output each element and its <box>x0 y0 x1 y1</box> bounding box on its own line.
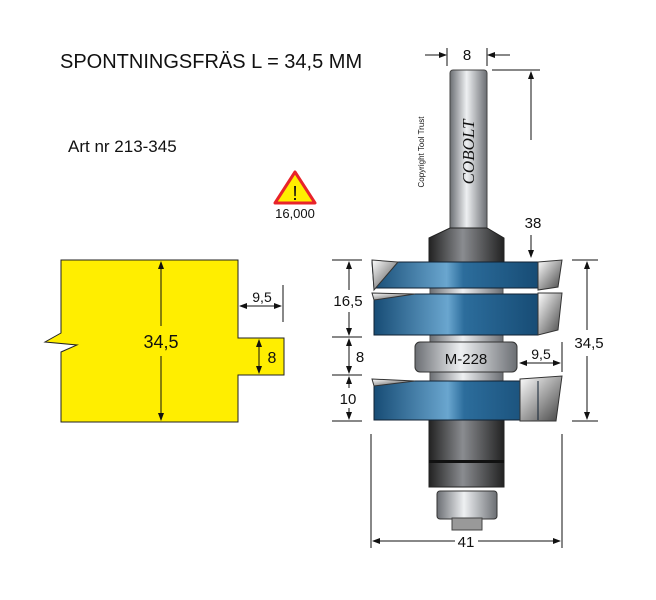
profile-tongue-label: 8 <box>268 350 277 367</box>
shank-length-label: 38 <box>525 215 542 232</box>
gap-label: 8 <box>356 349 364 366</box>
joint-profile: 34,5 9,5 8 <box>43 259 285 423</box>
title: SPONTNINGSFRÄS L = 34,5 MM <box>60 51 362 73</box>
bearing-label: M-228 <box>445 351 488 368</box>
upper-height-label: 16,5 <box>333 293 362 310</box>
shank-diameter-label: 8 <box>463 47 471 64</box>
lower-height-label: 10 <box>340 391 357 408</box>
profile-offset-label: 9,5 <box>252 289 272 305</box>
dimensions <box>332 48 598 548</box>
total-height-label: 34,5 <box>574 335 603 352</box>
max-rpm: 16,000 <box>275 206 315 221</box>
article-number: Art nr 213-345 <box>68 137 177 156</box>
copyright-label: Copyright Tool Trust <box>417 116 426 188</box>
router-bit: COBOLT Copyright Tool Trust M-228 <box>371 69 563 531</box>
warning-mark: ! <box>292 183 298 205</box>
brand-label: COBOLT <box>459 118 478 184</box>
depth-label: 9,5 <box>531 346 551 362</box>
warning-triangle-icon: ! <box>273 170 317 205</box>
profile-height-label: 34,5 <box>143 332 178 352</box>
diameter-label: 41 <box>458 534 475 551</box>
